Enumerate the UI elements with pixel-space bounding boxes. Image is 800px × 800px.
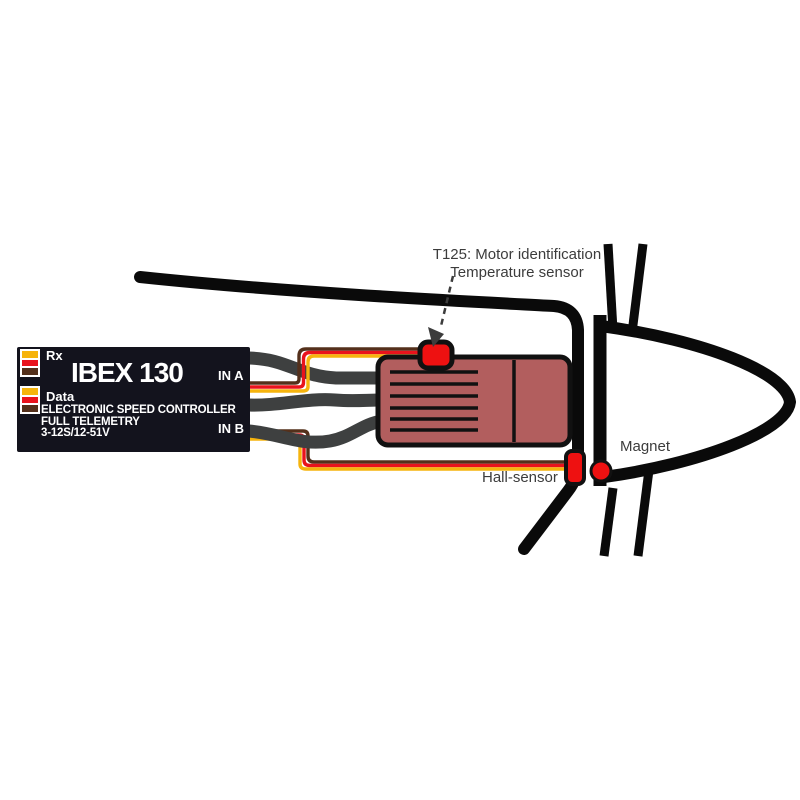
rx-pin-brown bbox=[20, 366, 40, 377]
t125-wire-bundle bbox=[250, 347, 428, 393]
t125-wire-red bbox=[250, 350, 428, 389]
port-in-a-label: IN A bbox=[218, 368, 244, 383]
propeller-blade-top-left bbox=[603, 243, 618, 331]
t125-callout-label: T125: Motor identification Temperature s… bbox=[397, 246, 637, 282]
hall-sensor-label: Hall-sensor bbox=[482, 469, 558, 486]
rx-label: Rx bbox=[46, 348, 63, 363]
phase-wire-a bbox=[242, 351, 389, 385]
rx-connector bbox=[20, 349, 40, 377]
t125-wire-yellow bbox=[250, 354, 428, 393]
t125-sensor bbox=[417, 339, 455, 371]
phase-wire-b bbox=[242, 393, 389, 412]
t125-arrow-dashes bbox=[439, 275, 455, 327]
motor-winding-lines bbox=[390, 370, 478, 432]
t125-label-line2: Temperature sensor bbox=[450, 264, 584, 281]
motor-phase-wires bbox=[242, 351, 389, 449]
magnet bbox=[589, 459, 613, 483]
data-label: Data bbox=[46, 389, 75, 404]
motor bbox=[375, 354, 573, 448]
data-connector bbox=[20, 386, 40, 414]
motor-body bbox=[375, 354, 573, 448]
esc-model-name: IBEX 130 bbox=[71, 357, 184, 388]
magnet-label: Magnet bbox=[620, 438, 671, 455]
esc-spec-line3: 3-12S/12-51V bbox=[41, 427, 110, 439]
t125-callout-arrow bbox=[428, 275, 455, 347]
esc-spec-line1: ELECTRONIC SPEED CONTROLLER bbox=[41, 404, 236, 416]
spinner-cone bbox=[600, 320, 796, 483]
phase-wire-c bbox=[242, 414, 389, 449]
esc-spec-line2: FULL TELEMETRY bbox=[41, 415, 140, 428]
propeller-blade-bottom-right bbox=[633, 469, 654, 557]
t125-label-line1: T125: Motor identification bbox=[432, 246, 602, 263]
t125-arrowhead bbox=[428, 327, 444, 347]
hall-sensor bbox=[564, 449, 586, 486]
port-in-b-label: IN B bbox=[218, 421, 244, 436]
propeller-blade-top-right bbox=[627, 243, 648, 334]
data-pin-brown bbox=[20, 403, 40, 414]
esc-box: Rx IBEX 130 IN A Data ELECTRONIC SPEED C… bbox=[17, 347, 250, 452]
t125-wire-brown bbox=[250, 347, 428, 385]
propeller-blade-bottom-left bbox=[599, 487, 618, 557]
